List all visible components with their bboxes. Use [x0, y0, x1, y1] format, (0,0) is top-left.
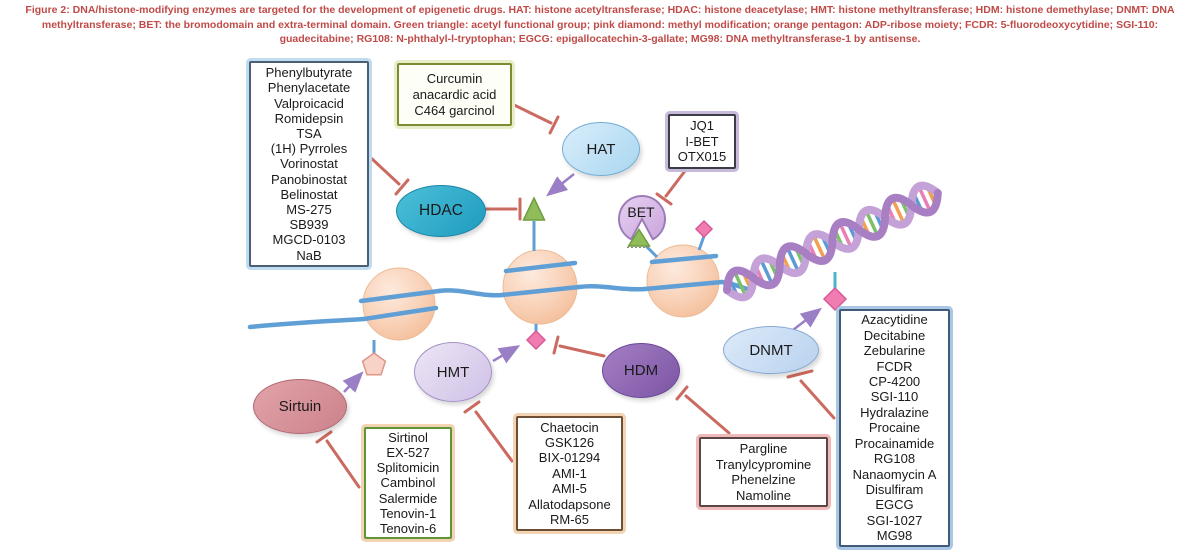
drug-name: SGI-110 — [870, 389, 919, 405]
drug-name: Panobinostat — [271, 171, 347, 187]
drug-name: Allatodapsone — [528, 496, 611, 512]
drug-name: Phenylbutyrate — [265, 65, 353, 81]
drug-name: Azacytidine — [861, 312, 928, 328]
inhibition-dnmtdrugs-dnmt — [786, 369, 836, 420]
drug-name: (1H) Pyrroles — [270, 141, 348, 157]
drug-name: NaB — [296, 247, 322, 263]
drug-name: Vorinostat — [280, 156, 338, 172]
drug-name: Hydralazine — [860, 404, 929, 420]
inhibition-betdrugs-bet — [655, 165, 690, 206]
drug-name: Splitomicin — [376, 460, 440, 476]
drug-name: TSA — [296, 125, 322, 141]
drug-name: Sirtinol — [388, 429, 428, 445]
drug-name: Namoline — [736, 487, 791, 503]
drug-name: Tenovin-1 — [379, 505, 437, 521]
enzyme-bet-label: BET — [627, 204, 655, 220]
drug-name: Pargline — [739, 441, 788, 456]
inhibition-hdacdrugs-hdac — [368, 155, 410, 196]
acetyl-triangle — [522, 196, 546, 221]
inhibition-lines — [315, 100, 836, 489]
drug-name: Zebularine — [863, 343, 926, 359]
inhibition-hdm-methyl — [552, 335, 606, 358]
caption-line-3: guadecitabine; RG108: N-phthalyl-l-trypt… — [279, 33, 921, 45]
drug-name: OTX015 — [677, 149, 727, 165]
drug-name: C464 garcinol — [414, 102, 495, 118]
drug-name: Procainamide — [854, 435, 935, 451]
enzyme-hat: HAT — [562, 122, 640, 176]
acetyl-triangle-bet — [627, 228, 651, 247]
drug-name: Tenovin-6 — [379, 521, 437, 536]
drug-name: FCDR — [876, 358, 913, 374]
inhibition-hmtdrugs-hmt — [463, 400, 514, 463]
arrow-dnmt-methyl — [792, 307, 822, 331]
dna-strand — [247, 253, 750, 330]
drug-name: MGCD-0103 — [272, 232, 346, 248]
enzyme-dnmt: DNMT — [723, 326, 819, 374]
drug-name: Decitabine — [863, 327, 926, 343]
drug-name: Belinostat — [280, 186, 338, 202]
drug-name: Valproicacid — [274, 95, 344, 111]
enzyme-sirtuin: Sirtuin — [253, 379, 347, 434]
drug-name: RM-65 — [549, 512, 589, 528]
drug-name: AMI-5 — [552, 481, 587, 497]
enzyme-hmt: HMT — [414, 342, 492, 402]
drug-name: SGI-1027 — [866, 512, 923, 528]
bet-reader — [618, 195, 666, 248]
arrow-sirtuin-adp — [342, 371, 364, 393]
arrow-hmt-methyl — [492, 345, 521, 364]
arrow-hat-acetyl — [546, 173, 575, 197]
caption-line-2: methyltransferase; BET: the bromodomain … — [41, 18, 1159, 31]
methyl-diamonds — [525, 219, 848, 351]
drug-name: Nanaomycin A — [852, 466, 937, 482]
drug-name: Phenylacetate — [267, 80, 351, 96]
drug-name: anacardic acid — [412, 86, 497, 102]
drug-name: EX-527 — [386, 444, 430, 460]
drug-name: GSK126 — [544, 434, 595, 450]
inhibition-hatdrugs-hat — [506, 100, 560, 135]
drug-name: Romidepsin — [274, 110, 344, 126]
adp-ribose-pentagon — [361, 352, 387, 376]
drug-name: Procaine — [868, 420, 921, 436]
drug-name: Disulfiram — [865, 481, 924, 497]
drug-name: Phenelzine — [731, 472, 796, 487]
drug-name: JQ1 — [690, 118, 714, 134]
drug-name: MG98 — [876, 528, 913, 544]
drug-name: Tranylcypromine — [715, 456, 812, 472]
drug-name: EGCG — [875, 497, 914, 513]
drug-name: AMI-1 — [552, 465, 587, 481]
inhibition-hdmdrugs-hdm — [675, 385, 731, 435]
figure-caption: Figure 2: DNA/histone-modifying enzymes … — [0, 3, 1200, 47]
nucleosome-left — [362, 267, 436, 341]
drug-name: MS-275 — [286, 202, 332, 217]
inhibition-hdac-acetyl — [482, 197, 522, 221]
drug-name: Curcumin — [426, 70, 483, 86]
drug-name: Chaetocin — [540, 419, 599, 435]
writer-arrows — [342, 173, 822, 393]
drug-name: BIX-01294 — [538, 450, 601, 466]
inhibition-sirtuindrugs-sirtuin — [315, 430, 361, 489]
drug-name: Cambinol — [380, 475, 436, 491]
caption-line-1: Figure 2: DNA/histone-modifying enzymes … — [25, 4, 1175, 16]
dna-helix — [723, 181, 942, 302]
drug-name: Salermide — [378, 490, 438, 506]
drug-name: I-BET — [685, 133, 719, 149]
drug-name: CP-4200 — [868, 374, 921, 390]
drug-name: RG108 — [873, 451, 916, 467]
enzyme-hdac: HDAC — [396, 185, 486, 237]
drug-name: SB939 — [289, 217, 329, 233]
enzyme-hdm: HDM — [602, 343, 680, 398]
